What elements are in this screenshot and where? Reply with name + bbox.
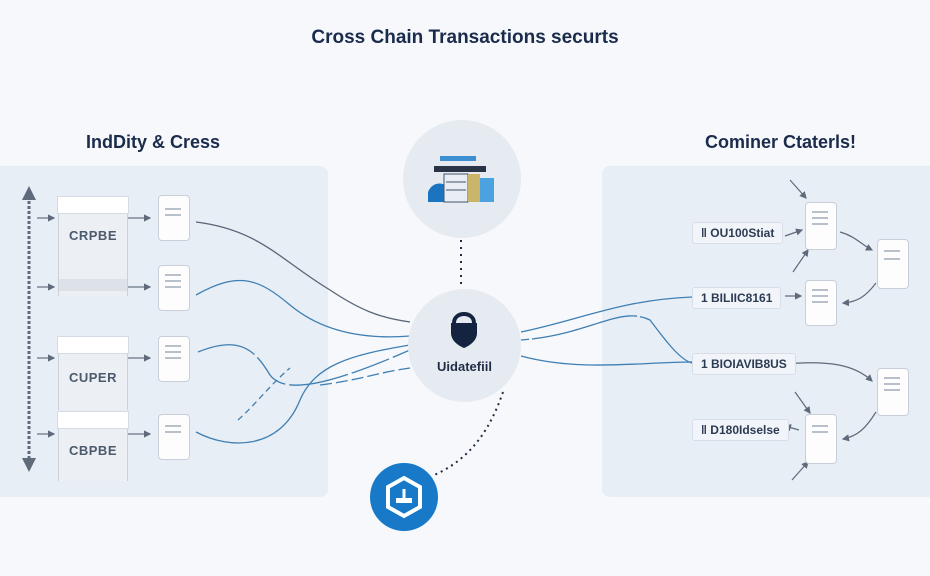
right-panel — [602, 166, 930, 497]
document-icon — [158, 414, 190, 460]
link-line — [319, 367, 411, 386]
shield-lock-icon — [451, 312, 477, 348]
document-icon — [158, 195, 190, 241]
chain-tag[interactable]: 1 BILIIC8161 — [692, 287, 782, 309]
chain-block-label: CBPBE — [68, 443, 117, 458]
document-icon — [877, 239, 909, 289]
chain-block-label: CUPER — [68, 370, 117, 385]
dotted-link — [431, 391, 504, 477]
chain-block[interactable]: CRPBE — [57, 196, 129, 296]
document-icon — [877, 368, 909, 416]
server-stack-icon — [428, 156, 494, 203]
document-icon — [158, 265, 190, 311]
hub-label: Uidatefiil — [437, 359, 492, 374]
base-node[interactable] — [370, 463, 438, 531]
left-section-heading: IndDity & Cress — [86, 132, 221, 152]
top-node[interactable] — [403, 120, 521, 238]
hub-node[interactable]: Uidatefiil — [408, 289, 521, 402]
right-section-heading: Cominer Ctaterls! — [705, 132, 857, 152]
hexagon-node-icon — [386, 475, 422, 519]
chain-block-label: CRPBE — [68, 228, 117, 243]
document-icon — [158, 336, 190, 382]
document-icon — [805, 280, 837, 326]
document-icon — [805, 202, 837, 250]
chain-tag[interactable]: ‖ D180Idselse — [692, 419, 789, 441]
chain-block[interactable]: CBPBE — [57, 411, 129, 481]
document-icon — [805, 414, 837, 464]
chain-block[interactable]: CUPER — [57, 336, 129, 410]
diagram-title: Cross Chain Transactions securts — [311, 27, 619, 48]
chain-tag[interactable]: ‖ OU100Stiat — [692, 222, 784, 244]
chain-tag[interactable]: 1 BIOIAVIB8US — [692, 353, 796, 375]
